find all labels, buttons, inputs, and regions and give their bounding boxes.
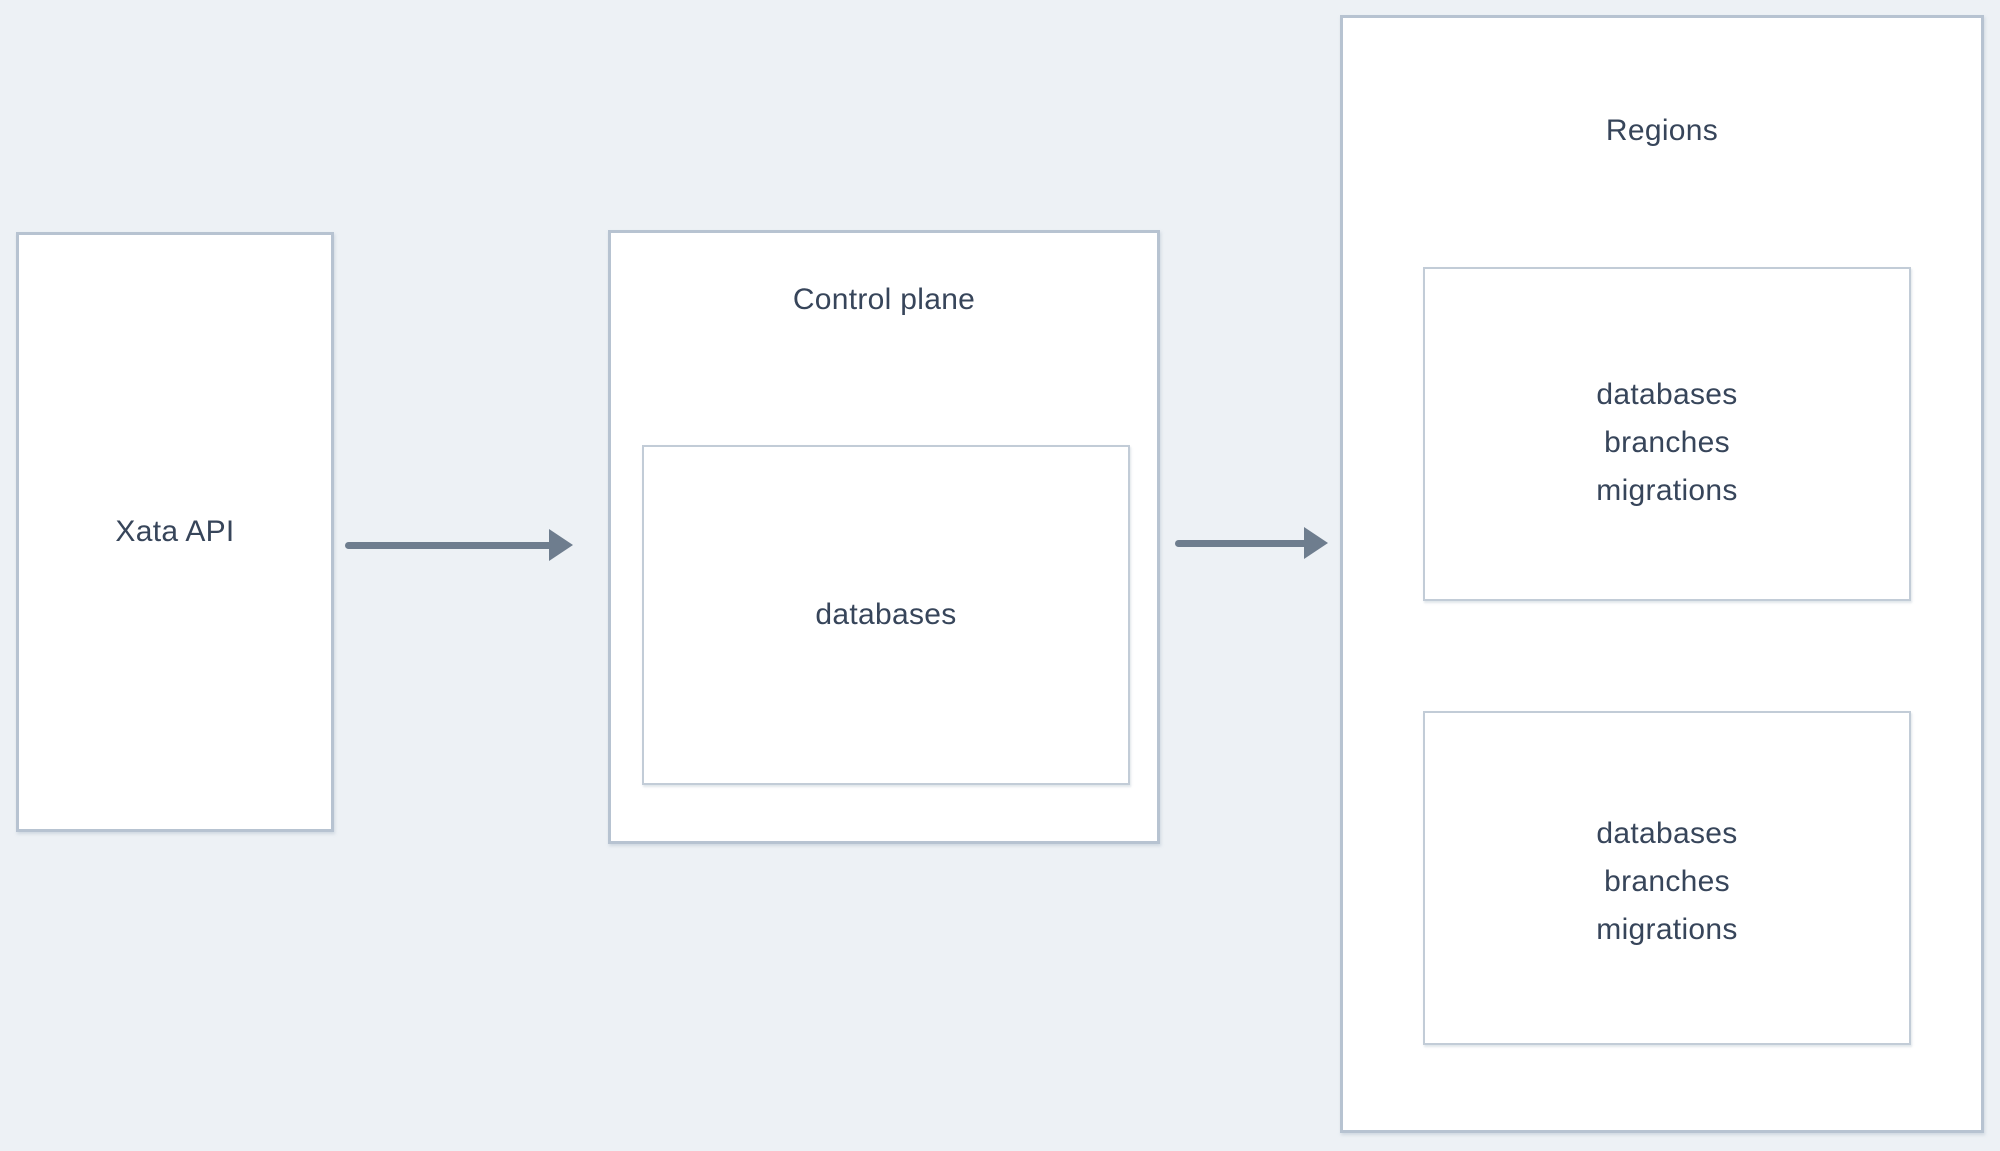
arrow-right-icon [549, 529, 573, 561]
region-node-1: databases branches migrations [1423, 267, 1911, 601]
arrow-control-plane-to-regions [1175, 526, 1328, 560]
arrow-line [345, 541, 553, 549]
region-node-2: databases branches migrations [1423, 711, 1911, 1045]
region1-migrations-label: migrations [1596, 474, 1738, 507]
arrow-xata-to-control-plane [345, 528, 573, 562]
control-plane-title: Control plane [792, 283, 976, 316]
region2-databases-label: databases [1596, 817, 1738, 850]
databases-label: databases [815, 598, 957, 631]
arrow-line [1175, 539, 1308, 547]
arrow-right-icon [1304, 527, 1328, 559]
xata-api-node: Xata API [16, 232, 334, 832]
region2-branches-label: branches [1604, 865, 1730, 898]
region2-migrations-label: migrations [1596, 913, 1738, 946]
control-plane-databases-node: databases [642, 445, 1130, 785]
xata-api-label: Xata API [115, 515, 235, 548]
region1-branches-label: branches [1604, 426, 1730, 459]
regions-title: Regions [1605, 114, 1719, 147]
region1-databases-label: databases [1596, 378, 1738, 411]
